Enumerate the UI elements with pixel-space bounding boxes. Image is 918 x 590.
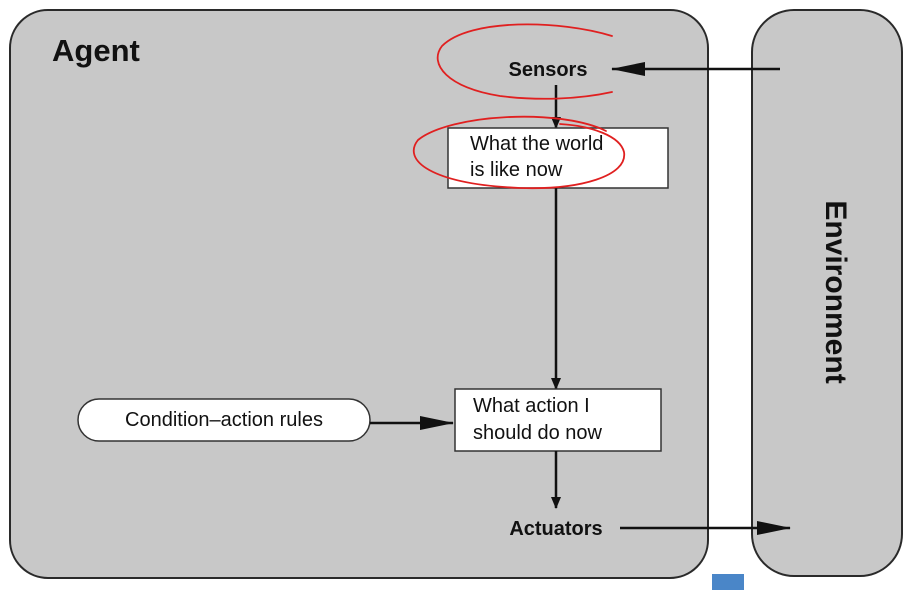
sensors-label: Sensors [509, 59, 588, 81]
condition-action-rules-label: Condition–action rules [125, 409, 323, 431]
action-box-line-1: What action I [473, 395, 590, 417]
environment-label: Environment [819, 200, 852, 383]
condition-action-rules-node [77, 398, 371, 442]
sensors-annotation-loop [436, 23, 613, 100]
actuators-label: Actuators [509, 518, 602, 540]
action-box-line-2: should do now [473, 422, 603, 444]
agent-panel [9, 9, 709, 579]
environment-panel [751, 9, 903, 577]
world-state-box [447, 127, 669, 189]
world-annotation-loop [412, 115, 625, 190]
blue-marker [712, 574, 744, 590]
world-state-line-1: What the world [470, 133, 603, 155]
action-box [454, 388, 662, 452]
world-state-line-2: is like now [470, 159, 563, 181]
agent-label: Agent [52, 33, 140, 68]
